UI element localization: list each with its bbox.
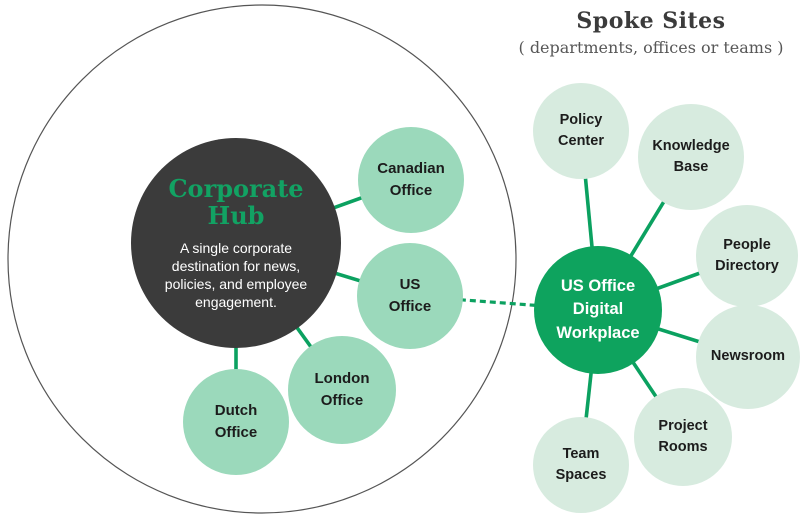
hub-boundary-circle	[7, 4, 517, 514]
spoke-sites-header: Spoke Sites ( departments, offices or te…	[500, 8, 800, 57]
spoke-circle-project-rooms: Project Rooms	[634, 388, 732, 486]
corporate-hub-description: A single corporate destination for news,…	[164, 239, 308, 311]
spoke-circle-newsroom: Newsroom	[696, 305, 800, 409]
corporate-hub-title: Corporate Hub	[168, 173, 304, 231]
spoke-sites-title: Spoke Sites	[576, 8, 726, 34]
us-office-digital-workplace-circle: US Office Digital Workplace	[534, 246, 662, 374]
spoke-circle-team-spaces: Team Spaces	[533, 417, 629, 513]
spoke-circle-policy-center: Policy Center	[533, 83, 629, 179]
office-circle-dutch: Dutch Office	[183, 369, 289, 475]
spoke-circle-people-directory: People Directory	[696, 205, 798, 307]
office-circle-canadian: Canadian Office	[358, 127, 464, 233]
spoke-sites-subtitle: ( departments, offices or teams )	[518, 38, 784, 57]
office-circle-us: US Office	[357, 243, 463, 349]
corporate-hub-circle: Corporate Hub A single corporate destina…	[131, 138, 341, 348]
office-circle-london: London Office	[288, 336, 396, 444]
spoke-circle-knowledge-base: Knowledge Base	[638, 104, 744, 210]
